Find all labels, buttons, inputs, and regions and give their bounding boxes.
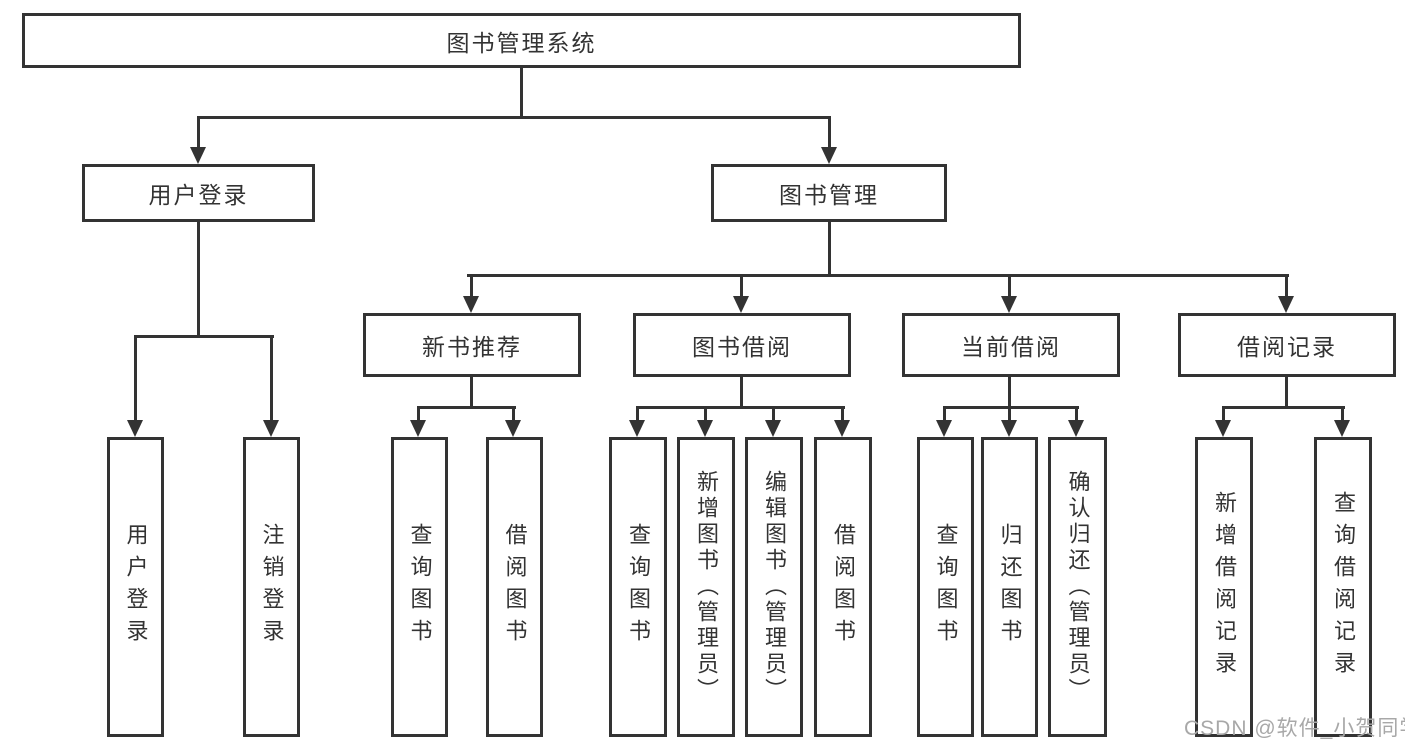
arrow-down-icon [410, 420, 426, 437]
leaf-return-books: 归还图书 [981, 437, 1038, 737]
arrow-down-icon [629, 420, 645, 437]
watermark: CSDN @软件_小贺同学 [1184, 717, 1405, 740]
node-library-management-system: 图书管理系统 [22, 13, 1021, 68]
connector-line [1285, 374, 1288, 409]
connector-line [636, 406, 639, 423]
arrow-down-icon [936, 420, 952, 437]
leaf-edit-books-admin: 编辑图书（管理员） [745, 437, 803, 737]
connector-line [636, 406, 845, 409]
connector-line [828, 219, 831, 277]
arrow-down-icon [733, 296, 749, 313]
connector-line [740, 374, 743, 409]
connector-line [943, 406, 1079, 409]
connector-line [828, 116, 831, 150]
connector-line [740, 274, 743, 299]
arrow-down-icon [127, 420, 143, 437]
arrow-down-icon [1001, 296, 1017, 313]
arrow-down-icon [697, 420, 713, 437]
connector-line [512, 406, 515, 423]
leaf-query-books: 查询图书 [609, 437, 667, 737]
connector-line [772, 406, 775, 423]
leaf-query-books: 查询图书 [391, 437, 448, 737]
arrow-down-icon [505, 420, 521, 437]
connector-line [943, 406, 946, 423]
arrow-down-icon [821, 147, 837, 164]
node-book-management: 图书管理 [711, 164, 947, 222]
connector-line [1222, 406, 1225, 423]
connector-line [270, 335, 273, 423]
connector-line [134, 335, 137, 423]
connector-line [467, 274, 1289, 277]
node-new-book-recommend: 新书推荐 [363, 313, 581, 377]
leaf-add-books-admin: 新增图书（管理员） [677, 437, 735, 737]
connector-line [470, 274, 473, 299]
connector-line [1008, 374, 1011, 409]
leaf-confirm-return-admin: 确认归还（管理员） [1048, 437, 1107, 737]
connector-line [1008, 274, 1011, 299]
connector-line [1075, 406, 1078, 423]
node-book-borrow: 图书借阅 [633, 313, 851, 377]
node-user-login: 用户登录 [82, 164, 315, 222]
connector-line [1222, 406, 1345, 409]
leaf-query-borrow-record: 查询借阅记录 [1314, 437, 1372, 737]
arrow-down-icon [263, 420, 279, 437]
arrow-down-icon [1068, 420, 1084, 437]
connector-line [704, 406, 707, 423]
leaf-add-borrow-record: 新增借阅记录 [1195, 437, 1253, 737]
node-current-borrow: 当前借阅 [902, 313, 1120, 377]
connector-line [197, 219, 200, 338]
connector-line [197, 116, 831, 119]
connector-line [470, 374, 473, 409]
leaf-query-books: 查询图书 [917, 437, 974, 737]
arrow-down-icon [834, 420, 850, 437]
leaf-logout: 注销登录 [243, 437, 300, 737]
node-borrow-record: 借阅记录 [1178, 313, 1396, 377]
leaf-borrow-books: 借阅图书 [486, 437, 543, 737]
connector-line [1008, 406, 1011, 423]
connector-line [520, 66, 523, 119]
connector-line [1341, 406, 1344, 423]
connector-line [417, 406, 516, 409]
arrow-down-icon [1334, 420, 1350, 437]
arrow-down-icon [1278, 296, 1294, 313]
arrow-down-icon [1001, 420, 1017, 437]
connector-line [134, 335, 274, 338]
connector-line [197, 116, 200, 150]
arrow-down-icon [765, 420, 781, 437]
connector-line [841, 406, 844, 423]
connector-line [1285, 274, 1288, 299]
leaf-user-login: 用户登录 [107, 437, 164, 737]
arrow-down-icon [1215, 420, 1231, 437]
leaf-borrow-books: 借阅图书 [814, 437, 872, 737]
connector-line [417, 406, 420, 423]
arrow-down-icon [463, 296, 479, 313]
arrow-down-icon [190, 147, 206, 164]
